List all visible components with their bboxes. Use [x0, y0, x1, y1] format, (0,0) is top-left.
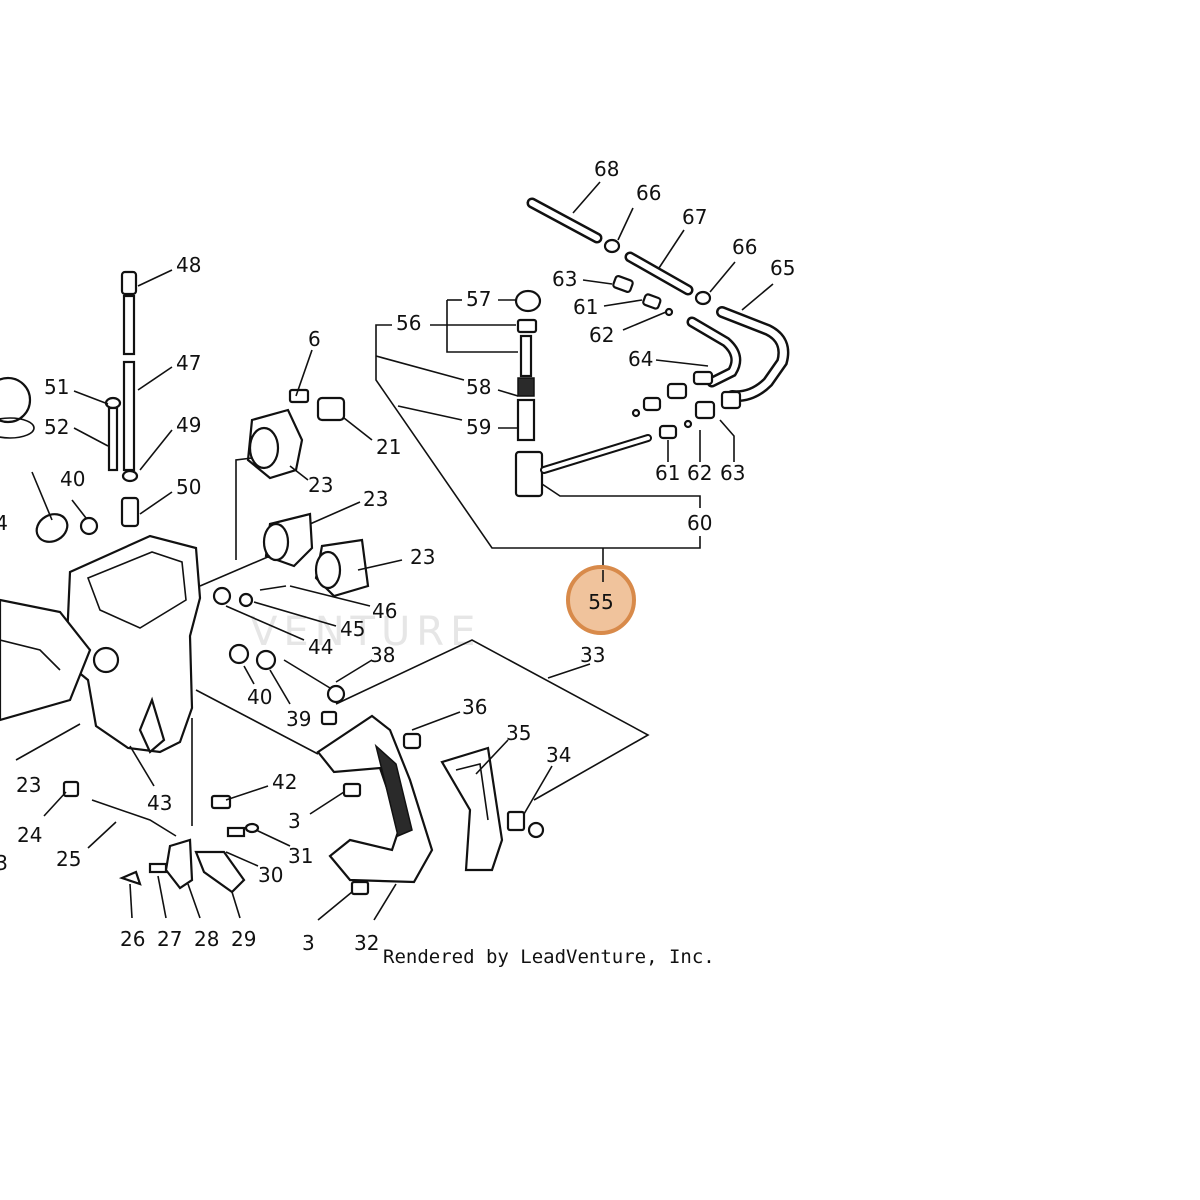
callout-57: 57 [466, 287, 491, 311]
callout-43: 43 [147, 791, 172, 815]
callout-25: 25 [56, 847, 81, 871]
callout-39: 39 [286, 707, 311, 731]
callout-23: 23 [363, 487, 388, 511]
callout-51: 51 [44, 375, 69, 399]
callout-49: 49 [176, 413, 201, 437]
callout-64: 64 [628, 347, 653, 371]
handle [195, 639, 650, 896]
callout-44: 44 [308, 635, 333, 659]
callout-66: 66 [732, 235, 757, 259]
credit-text: Rendered by LeadVenture, Inc. [383, 946, 715, 968]
callout-6: 6 [308, 327, 321, 351]
callout-24: 24 [17, 823, 42, 847]
spray-assembly [514, 197, 790, 498]
callout-31: 31 [288, 844, 313, 868]
callout-23: 23 [410, 545, 435, 569]
linkage [62, 780, 260, 894]
callout-62: 62 [589, 323, 614, 347]
callout-52: 52 [44, 415, 69, 439]
callout-61: 61 [655, 461, 680, 485]
callout-29: 29 [231, 927, 256, 951]
callout-23: 23 [308, 473, 333, 497]
callout-27: 27 [157, 927, 182, 951]
highlight-circle[interactable] [566, 565, 636, 635]
callout-36: 36 [462, 695, 487, 719]
callout-56: 56 [396, 311, 421, 335]
spray-leaders [375, 181, 774, 578]
callout-62: 62 [687, 461, 712, 485]
callout-59: 59 [466, 415, 491, 439]
callout-21: 21 [376, 435, 401, 459]
callout-68: 68 [594, 157, 619, 181]
mounts [199, 388, 370, 704]
callout-50: 50 [176, 475, 201, 499]
callout-4: 4 [0, 511, 8, 535]
callout-33: 33 [580, 643, 605, 667]
callout-40: 40 [60, 467, 85, 491]
main-body [0, 270, 202, 754]
callout-67: 67 [682, 205, 707, 229]
callout-42: 42 [272, 770, 297, 794]
highlight-label[interactable]: 55 [588, 590, 613, 614]
callout-61: 61 [573, 295, 598, 319]
callout-45: 45 [340, 617, 365, 641]
callout-40: 40 [247, 685, 272, 709]
callout-34: 34 [546, 743, 571, 767]
callout-63: 63 [552, 267, 577, 291]
callout-26: 26 [120, 927, 145, 951]
callout-63: 63 [720, 461, 745, 485]
callout-60: 60 [687, 511, 712, 535]
callout-58: 58 [466, 375, 491, 399]
callout-3: 3 [302, 931, 315, 955]
callout-66: 66 [636, 181, 661, 205]
callout-28: 28 [194, 927, 219, 951]
highlighted-callout-55[interactable]: 55 [566, 565, 636, 635]
leaders [15, 269, 553, 921]
callout-3: 3 [288, 809, 301, 833]
callout-23: 23 [16, 773, 41, 797]
callout-3: 3 [0, 851, 8, 875]
callout-38: 38 [370, 643, 395, 667]
callout-47: 47 [176, 351, 201, 375]
callout-48: 48 [176, 253, 201, 277]
callout-46: 46 [372, 599, 397, 623]
callout-labels: 68 66 67 66 65 63 57 61 56 62 64 58 59 6… [0, 157, 795, 955]
callout-30: 30 [258, 863, 283, 887]
callout-35: 35 [506, 721, 531, 745]
callout-32: 32 [354, 931, 379, 955]
callout-65: 65 [770, 256, 795, 280]
